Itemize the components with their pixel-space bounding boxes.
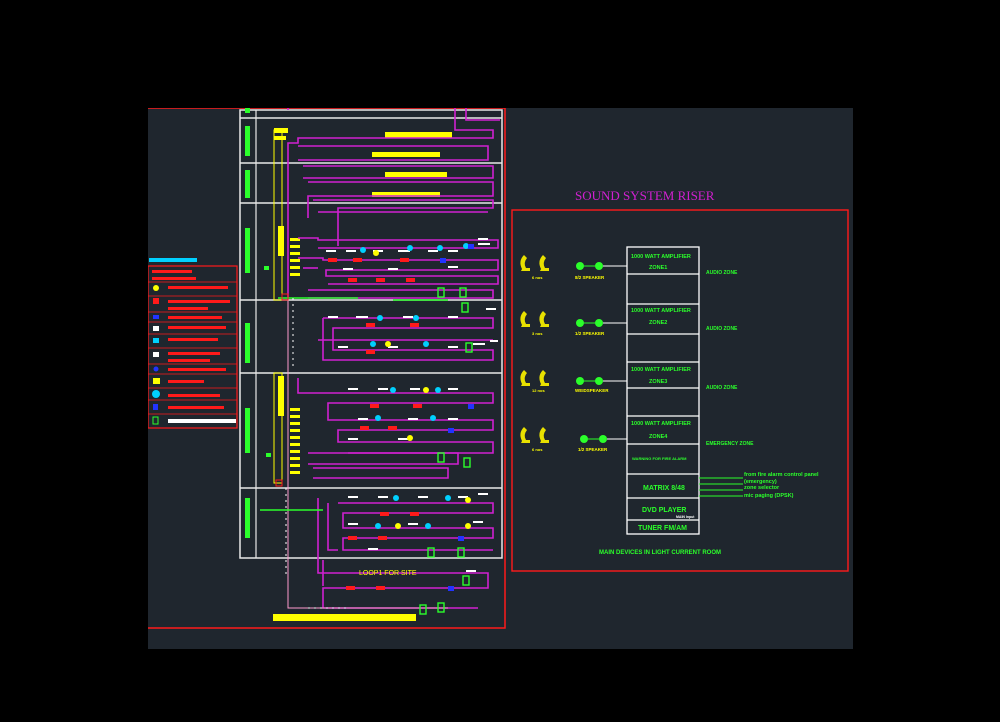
- speaker-group-4-count: 6 nos: [532, 447, 543, 452]
- speaker-icon: [520, 370, 549, 386]
- matrix-input-1: from fire alarm control panel: [744, 472, 819, 478]
- output-zone3: AUDIO ZONE: [706, 385, 738, 391]
- output-zone2: AUDIO ZONE: [706, 326, 738, 332]
- cad-drawing: LOOP1 FOR SITE SOUND SYSTEM RISER 1000 W…: [148, 108, 853, 649]
- speaker-group-1-label: 8/2 SPEAKER: [575, 275, 605, 280]
- speaker-group-1-count: 6 nos: [532, 275, 543, 280]
- rack-small-label: WARNING FOR FIRE ALARM: [632, 456, 687, 461]
- rack-amp2-label: 1000 WATT AMPLIFIER: [631, 308, 691, 314]
- devices: [326, 238, 498, 615]
- loop-label: LOOP1 FOR SITE: [359, 570, 417, 577]
- fire-alarm-legend: [148, 258, 238, 429]
- rack-amp2-zone: ZONE2: [649, 320, 667, 326]
- speaker-group-2: 3 nos 1/2 SPEAKER: [520, 311, 627, 336]
- rack-amp1-zone: ZONE1: [649, 265, 667, 271]
- fire-alarm-riser: [148, 108, 506, 629]
- speaker-icon: [520, 255, 549, 271]
- output-zone1: AUDIO ZONE: [706, 270, 738, 276]
- rack-dvd-label: DVD PLAYER: [642, 507, 686, 514]
- matrix-input-2: (emergency): [744, 479, 777, 485]
- speaker-group-3-count: 12 nos: [532, 388, 545, 393]
- speaker-icon: [520, 427, 549, 443]
- speaker-group-3-label: WEIDSPEAKER: [575, 388, 609, 393]
- riser-border: [511, 209, 849, 572]
- output-zone4: EMERGENCY ZONE: [706, 441, 754, 447]
- floor-labels: [245, 108, 250, 538]
- speaker-group-4-label: 1/2 SPEAKER: [578, 447, 608, 452]
- svg-text:MAIN Input: MAIN Input: [676, 515, 695, 519]
- rack-matrix-label: MATRIX 8/48: [643, 485, 685, 492]
- riser-diagram-svg: LOOP1 FOR SITE SOUND SYSTEM RISER 1000 W…: [148, 108, 849, 629]
- rack-amp1-label: 1000 WATT AMPLIFIER: [631, 254, 691, 260]
- sound-system-riser: SOUND SYSTEM RISER 1000 WATT AMPLIFIER Z…: [511, 188, 849, 572]
- speaker-group-2-count: 3 nos: [532, 331, 543, 336]
- rack-amp3-zone: ZONE3: [649, 379, 667, 385]
- matrix-input-4: mic paging (DPSK): [744, 493, 794, 499]
- matrix-input-3: zone selector: [744, 485, 780, 491]
- speaker-group-3: 12 nos WEIDSPEAKER: [520, 370, 627, 393]
- equipment-rack: [626, 246, 700, 535]
- rack-amp4-zone: ZONE4: [649, 434, 668, 440]
- riser-footer: MAIN DEVICES IN LIGHT CURRENT ROOM: [599, 550, 721, 556]
- rack-amp4-label: 1000 WATT AMPLIFIER: [631, 421, 691, 427]
- rack-tuner-label: TUNER FM/AM: [638, 525, 687, 532]
- wiring: [287, 108, 500, 609]
- speaker-icon: [520, 311, 549, 327]
- rack-amp3-label: 1000 WATT AMPLIFIER: [631, 367, 691, 373]
- speaker-group-1: 6 nos 8/2 SPEAKER: [520, 255, 627, 280]
- building-frame: [239, 109, 503, 559]
- speaker-group-2-label: 1/2 SPEAKER: [575, 331, 605, 336]
- yellow-bars: [273, 132, 452, 621]
- speaker-group-4: 6 nos 1/2 SPEAKER: [520, 427, 627, 452]
- riser-title: SOUND SYSTEM RISER: [575, 188, 715, 203]
- riser-outline: [148, 108, 506, 629]
